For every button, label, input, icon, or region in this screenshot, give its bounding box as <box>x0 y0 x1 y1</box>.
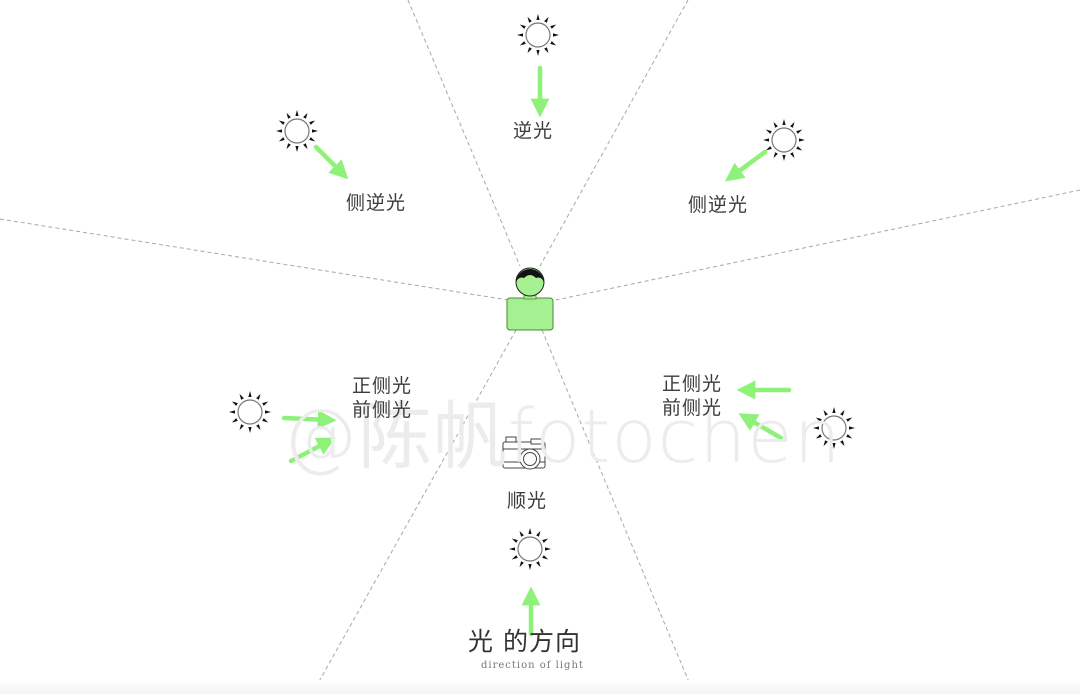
sun-icon-side-back-left <box>275 109 319 153</box>
label-line-front-side: 前侧光 <box>352 399 413 421</box>
diagram-subtitle: direction of light <box>481 660 584 671</box>
sun-icon-side-left <box>228 390 272 434</box>
divider-line <box>539 0 689 267</box>
label-line-front-side: 前侧光 <box>662 397 723 419</box>
label-line-side: 正侧光 <box>352 375 413 397</box>
label-side-back-light-left: 侧逆光 <box>346 192 407 214</box>
arrow-icon-side-right-2 <box>738 413 784 441</box>
arrow-icon-side-back-right <box>724 149 768 182</box>
label-side-light-right: 正侧光 前侧光 <box>662 372 722 420</box>
sun-icon-side-back-right <box>762 118 806 162</box>
divider-line <box>555 189 1080 301</box>
arrow-icon-side-left-2 <box>288 437 336 464</box>
label-line-side: 正侧光 <box>662 373 723 395</box>
sun-icon-back <box>516 13 560 57</box>
arrow-icon-side-left-1 <box>281 410 337 429</box>
divider-line <box>541 329 695 694</box>
sun-icon-front <box>508 527 552 571</box>
bottom-fade <box>0 680 1080 694</box>
watermark-text: @陈帆fotochen <box>283 394 842 480</box>
diagram-title: 光 的方向 <box>468 627 581 656</box>
divider-line <box>407 0 521 267</box>
person-icon <box>506 267 554 331</box>
camera-icon <box>502 436 546 470</box>
label-back-light: 逆光 <box>513 120 554 142</box>
label-side-back-light-right: 侧逆光 <box>688 194 749 216</box>
label-side-light-left: 正侧光 前侧光 <box>352 374 412 422</box>
light-arrows <box>281 65 792 637</box>
arrow-icon-side-back-left <box>313 144 349 180</box>
label-front-light: 顺光 <box>507 490 548 512</box>
divider-line <box>0 218 509 301</box>
